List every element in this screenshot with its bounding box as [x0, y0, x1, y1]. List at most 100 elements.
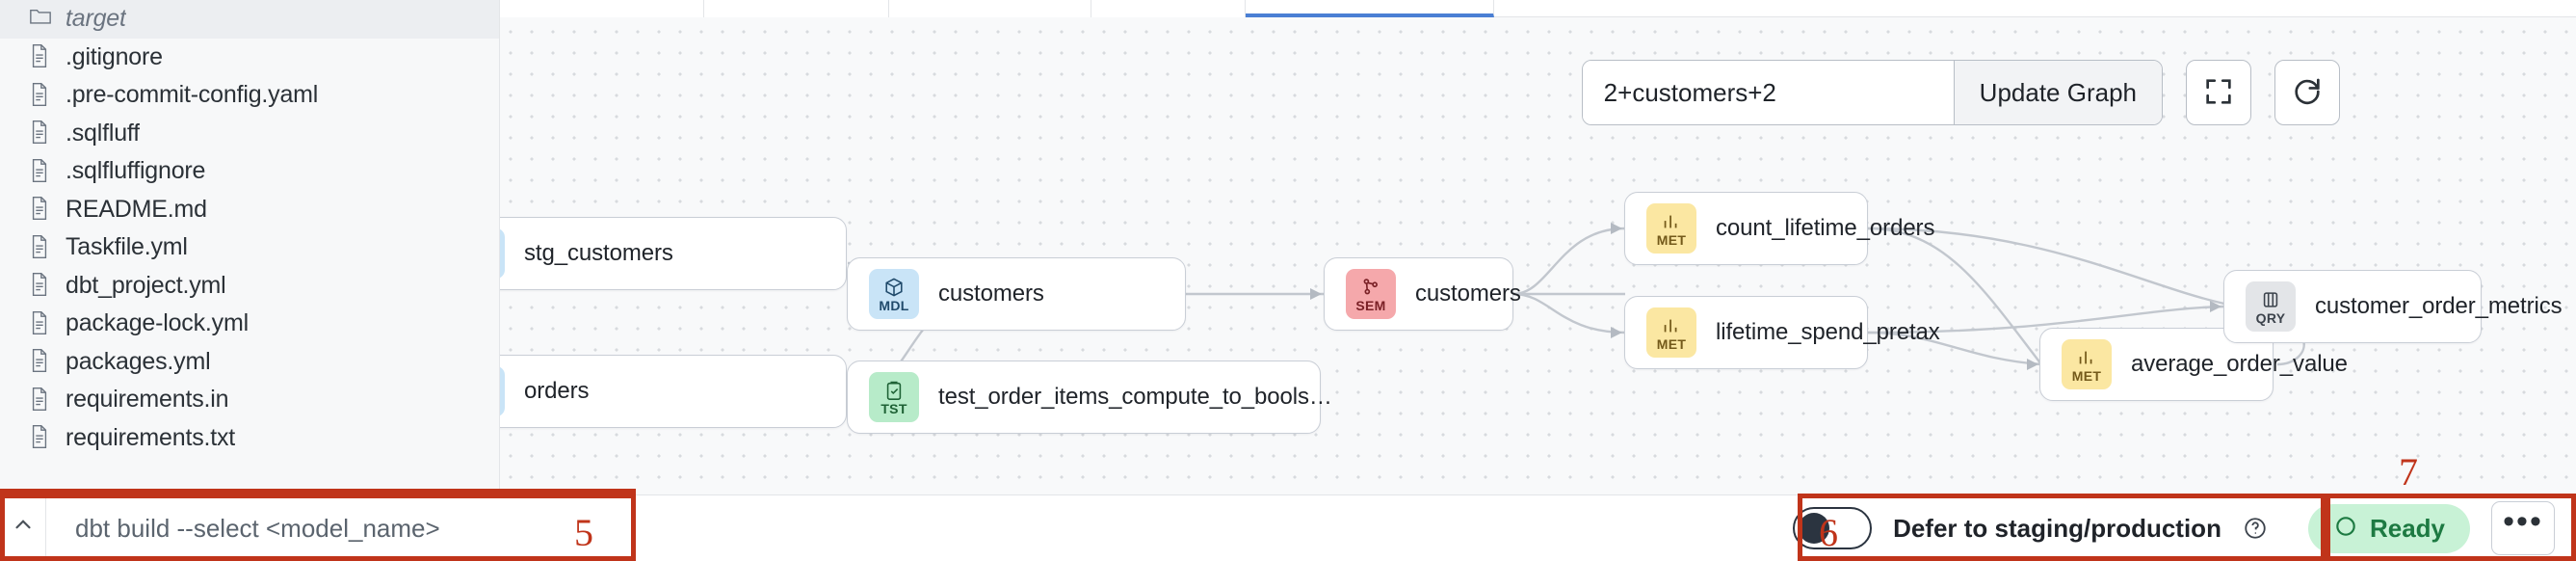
file-icon — [29, 348, 52, 375]
file-row[interactable]: packages.yml — [0, 343, 499, 382]
graph-node-customers-semantic[interactable]: SEM customers — [1324, 257, 1521, 331]
defer-label: Defer to staging/production — [1893, 513, 2221, 543]
file-name: .pre-commit-config.yaml — [66, 81, 319, 109]
status-badge[interactable]: Ready — [2307, 503, 2470, 553]
file-row[interactable]: target — [0, 0, 499, 39]
file-row[interactable]: .sqlfluffignore — [0, 152, 499, 191]
node-label: orders — [524, 378, 590, 404]
node-kind-badge-qry: QRY — [2246, 281, 2296, 332]
file-name: requirements.in — [66, 386, 229, 414]
file-name: .gitignore — [66, 42, 163, 70]
editor-tab-1[interactable] — [500, 0, 704, 17]
badge-text: QRY — [2255, 309, 2286, 326]
graph-selector-input[interactable] — [1582, 61, 1954, 124]
file-icon — [29, 82, 52, 109]
file-row[interactable]: .gitignore — [0, 39, 499, 77]
more-options-button[interactable]: ••• — [2491, 501, 2555, 555]
file-row[interactable]: .sqlfluff — [0, 115, 499, 153]
file-name: README.md — [66, 195, 207, 223]
graph-node-customers-model[interactable]: MDL customers — [847, 257, 1186, 331]
file-row[interactable]: requirements.txt — [0, 419, 499, 458]
fit-screen-icon — [2202, 75, 2235, 111]
help-circle-icon[interactable] — [2243, 516, 2268, 541]
file-name: dbt_project.yml — [66, 271, 226, 299]
file-icon — [29, 424, 52, 451]
file-row[interactable]: .pre-commit-config.yaml — [0, 76, 499, 115]
node-label: stg_customers — [524, 240, 673, 266]
node-kind-badge-mdl: MDL — [500, 366, 505, 416]
refresh-icon-button[interactable] — [2274, 60, 2340, 125]
refresh-icon — [2291, 75, 2324, 111]
file-name: .sqlfluffignore — [66, 157, 206, 185]
file-icon — [29, 43, 52, 70]
badge-text: MDL — [879, 297, 909, 313]
editor-tab-3[interactable] — [889, 0, 1091, 17]
file-icon — [29, 196, 52, 223]
file-icon — [29, 234, 52, 261]
file-row[interactable]: package-lock.yml — [0, 305, 499, 343]
file-name: requirements.txt — [66, 423, 236, 451]
chevron-up-icon-button[interactable] — [0, 494, 46, 561]
file-name: Taskfile.yml — [66, 233, 188, 261]
fit-screen-icon-button[interactable] — [2186, 60, 2251, 125]
lineage-graph-panel[interactable]: MDL stg_customers MDL orders MDL custome… — [500, 0, 2576, 494]
file-row[interactable]: requirements.in — [0, 381, 499, 419]
file-row[interactable]: dbt_project.yml — [0, 267, 499, 306]
graph-node-orders[interactable]: MDL orders — [500, 355, 847, 428]
graph-toolbar: Update Graph — [1581, 60, 2340, 125]
node-label: test_order_items_compute_to_bools… — [938, 384, 1332, 410]
editor-tab-active[interactable] — [1246, 0, 1494, 17]
file-icon — [29, 120, 52, 147]
node-label: customers — [938, 280, 1044, 307]
editor-tab-2[interactable] — [704, 0, 889, 17]
node-kind-badge-met: MET — [1646, 307, 1696, 358]
folder-icon — [29, 6, 52, 33]
file-row[interactable]: Taskfile.yml — [0, 228, 499, 267]
node-kind-badge-mdl: MDL — [500, 228, 505, 279]
node-label: customer_order_metrics — [2315, 293, 2563, 319]
file-list: target .gitignore .pre-commit-config.yaml.… — [0, 0, 499, 457]
file-name: packages.yml — [66, 347, 211, 375]
status-circle-icon — [2333, 514, 2358, 544]
file-icon — [29, 272, 52, 299]
graph-selector-group: Update Graph — [1581, 60, 2163, 125]
status-label: Ready — [2369, 513, 2445, 543]
node-label: customers — [1415, 280, 1521, 307]
graph-node-count-lifetime-orders[interactable]: MET count_lifetime_orders — [1624, 192, 1934, 265]
node-kind-badge-mdl: MDL — [869, 269, 919, 319]
defer-toggle[interactable] — [1793, 507, 1873, 549]
toggle-knob — [1799, 513, 1830, 544]
chevron-up-icon — [11, 512, 36, 545]
file-icon — [29, 310, 52, 337]
node-kind-badge-tst: TST — [869, 372, 919, 422]
node-kind-badge-sem: SEM — [1346, 269, 1396, 319]
more-horizontal-icon: ••• — [2503, 502, 2543, 540]
file-explorer-panel: target .gitignore .pre-commit-config.yaml.… — [0, 0, 500, 494]
defer-control-group: Defer to staging/production — [1793, 507, 2275, 549]
node-label: count_lifetime_orders — [1716, 215, 1935, 241]
node-label: average_order_value — [2131, 351, 2348, 377]
badge-text: TST — [881, 400, 907, 416]
badge-text: SEM — [1355, 297, 1386, 313]
editor-tabstrip — [500, 0, 2576, 17]
node-kind-badge-met: MET — [2062, 339, 2112, 389]
graph-node-stg-customers[interactable]: MDL stg_customers — [500, 217, 847, 290]
graph-node-customer-order-metrics[interactable]: QRY customer_order_metrics — [2223, 270, 2563, 343]
update-graph-button[interactable]: Update Graph — [1953, 61, 2162, 124]
file-name: target — [66, 5, 126, 33]
node-label: lifetime_spend_pretax — [1716, 319, 1940, 345]
file-row[interactable]: README.md — [0, 191, 499, 229]
node-kind-badge-met: MET — [1646, 203, 1696, 254]
file-name: .sqlfluff — [66, 119, 140, 147]
file-icon — [29, 158, 52, 185]
badge-text: MET — [1656, 231, 1687, 248]
editor-tab-4[interactable] — [1091, 0, 1246, 17]
dbt-command-input[interactable]: dbt build --select <model_name> — [75, 513, 440, 543]
bottom-status-bar: dbt build --select <model_name> Defer to… — [0, 494, 2576, 561]
file-name: package-lock.yml — [66, 309, 249, 337]
badge-text: MET — [1656, 335, 1687, 352]
graph-node-test-order-items[interactable]: TST test_order_items_compute_to_bools… — [847, 361, 1332, 434]
graph-node-lifetime-spend-pretax[interactable]: MET lifetime_spend_pretax — [1624, 296, 1940, 369]
file-icon — [29, 387, 52, 414]
